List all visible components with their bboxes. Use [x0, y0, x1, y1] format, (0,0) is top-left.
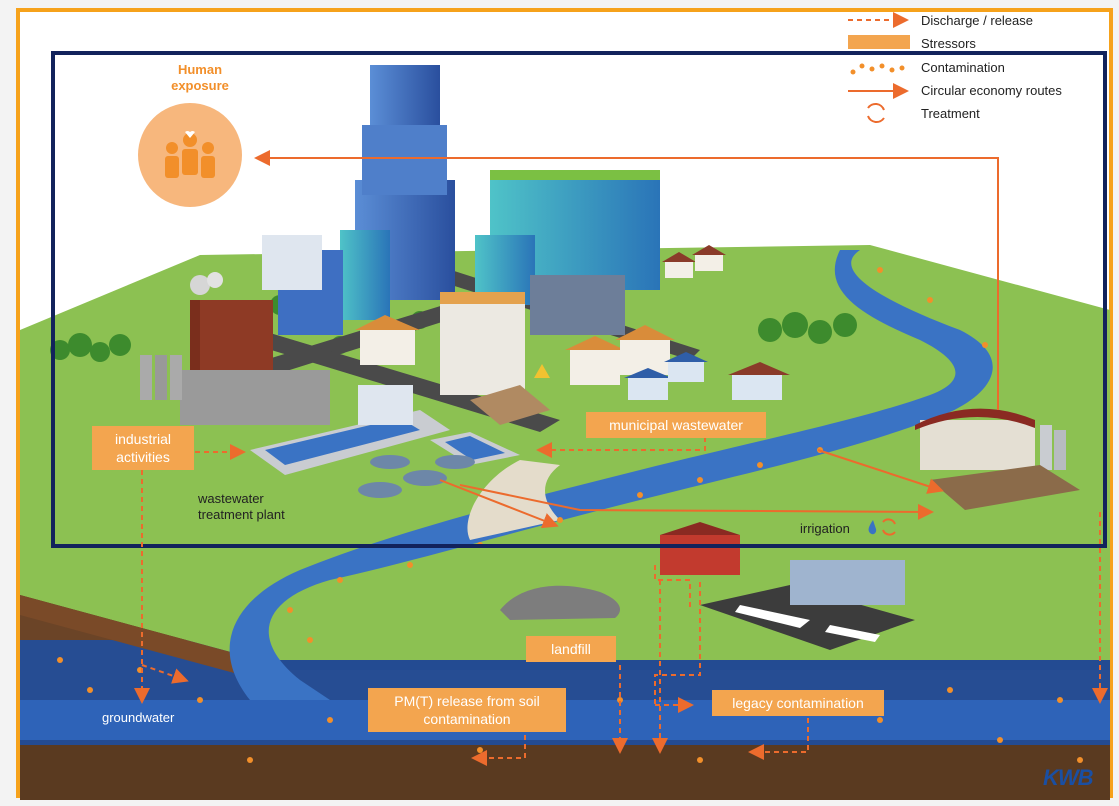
- landfill-heap: [500, 585, 620, 620]
- pmt-release-label: PM(T) release from soil contamination: [368, 688, 566, 732]
- irrigation-label: irrigation: [800, 521, 850, 536]
- discharge-routes: [134, 428, 1108, 766]
- wwtp-line2: treatment plant: [198, 507, 285, 522]
- airport: [700, 560, 915, 650]
- irrigation-drop-icon: [868, 520, 877, 535]
- urban-system-boundary: [51, 51, 1107, 548]
- legend-contamination: Contamination: [921, 60, 1005, 75]
- houses: [355, 245, 790, 400]
- circular-economy-routes: [254, 150, 999, 529]
- wwtp-line1: wastewater: [198, 491, 264, 506]
- legend-treatment: Treatment: [921, 106, 980, 121]
- farm: [915, 408, 1080, 510]
- groundwater-label: groundwater: [102, 710, 175, 725]
- factory: [140, 272, 330, 425]
- treatment-icon: [882, 518, 896, 536]
- industrial-line1: industrial: [114, 431, 172, 447]
- industrial-activities-label: industrial activities: [92, 426, 194, 470]
- skyscrapers: [262, 65, 660, 395]
- legend-circular: Circular economy routes: [921, 83, 1062, 98]
- industrial-line2: activities: [116, 449, 170, 465]
- construction-site: [470, 364, 550, 425]
- wwtp-label: wastewater treatment plant: [198, 491, 285, 523]
- legacy-contamination-label: legacy contamination: [712, 690, 884, 716]
- human-exposure-line2: exposure: [171, 78, 229, 93]
- pmt-line2: contamination: [423, 711, 511, 727]
- landfill-label: landfill: [526, 636, 616, 662]
- municipal-wastewater-label: municipal wastewater: [586, 412, 766, 438]
- human-exposure-title: Human exposure: [150, 62, 250, 94]
- human-exposure-line1: Human: [177, 62, 223, 77]
- legend-symbols: [848, 12, 910, 123]
- treatment-plant: [250, 385, 520, 498]
- human-exposure-icon: [138, 103, 242, 207]
- legend-discharge: Discharge / release: [921, 13, 1033, 28]
- kwb-logo: KWB: [1043, 765, 1094, 790]
- fire-station: [660, 522, 740, 575]
- legend-stressors: Stressors: [921, 36, 976, 51]
- pmt-line1: PM(T) release from soil: [394, 693, 540, 709]
